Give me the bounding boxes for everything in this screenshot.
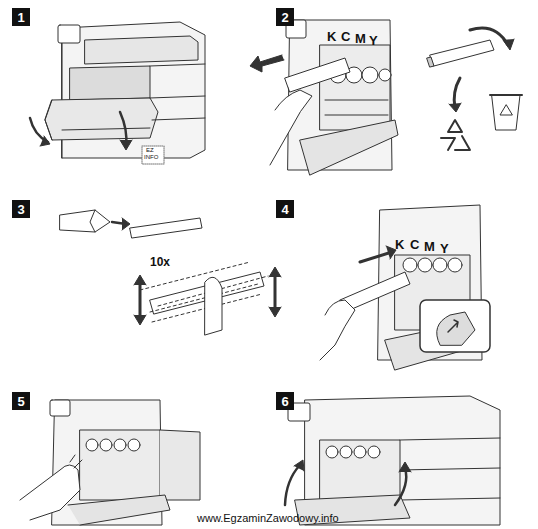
printer-panel-2 [250, 20, 522, 175]
toner-shake-panel [60, 210, 281, 335]
step-number-text: 6 [281, 395, 288, 408]
step-number: 2 [276, 8, 294, 26]
printer-panel-5 [20, 400, 200, 525]
color-letter: M [355, 32, 366, 45]
printer-panel-4 [320, 205, 490, 370]
color-letter: K [395, 238, 404, 251]
printer-panel-6 [285, 396, 500, 525]
step-number: 1 [12, 8, 30, 26]
icon-text: INFO [144, 154, 158, 160]
step-number-text: 3 [17, 203, 24, 216]
shake-count: 10x [150, 256, 170, 268]
step-number: 5 [12, 392, 30, 410]
step-number-text: 1 [17, 11, 24, 24]
printer-panel-1 [30, 22, 205, 164]
step-number-text: 4 [281, 203, 288, 216]
color-letter: Y [440, 242, 449, 255]
color-letter: C [410, 238, 419, 251]
step-number-text: 2 [281, 11, 288, 24]
color-letter: C [341, 30, 350, 43]
color-letter: M [424, 240, 435, 253]
step-number: 4 [276, 200, 294, 218]
step-number: 6 [276, 392, 294, 410]
icon-text: EZ [146, 147, 154, 153]
step-number-text: 5 [17, 395, 24, 408]
color-letter: Y [369, 34, 378, 47]
step-number: 3 [12, 200, 30, 218]
color-letter: K [327, 30, 336, 43]
watermark: www.EgzaminZawodowy.info [197, 513, 339, 524]
